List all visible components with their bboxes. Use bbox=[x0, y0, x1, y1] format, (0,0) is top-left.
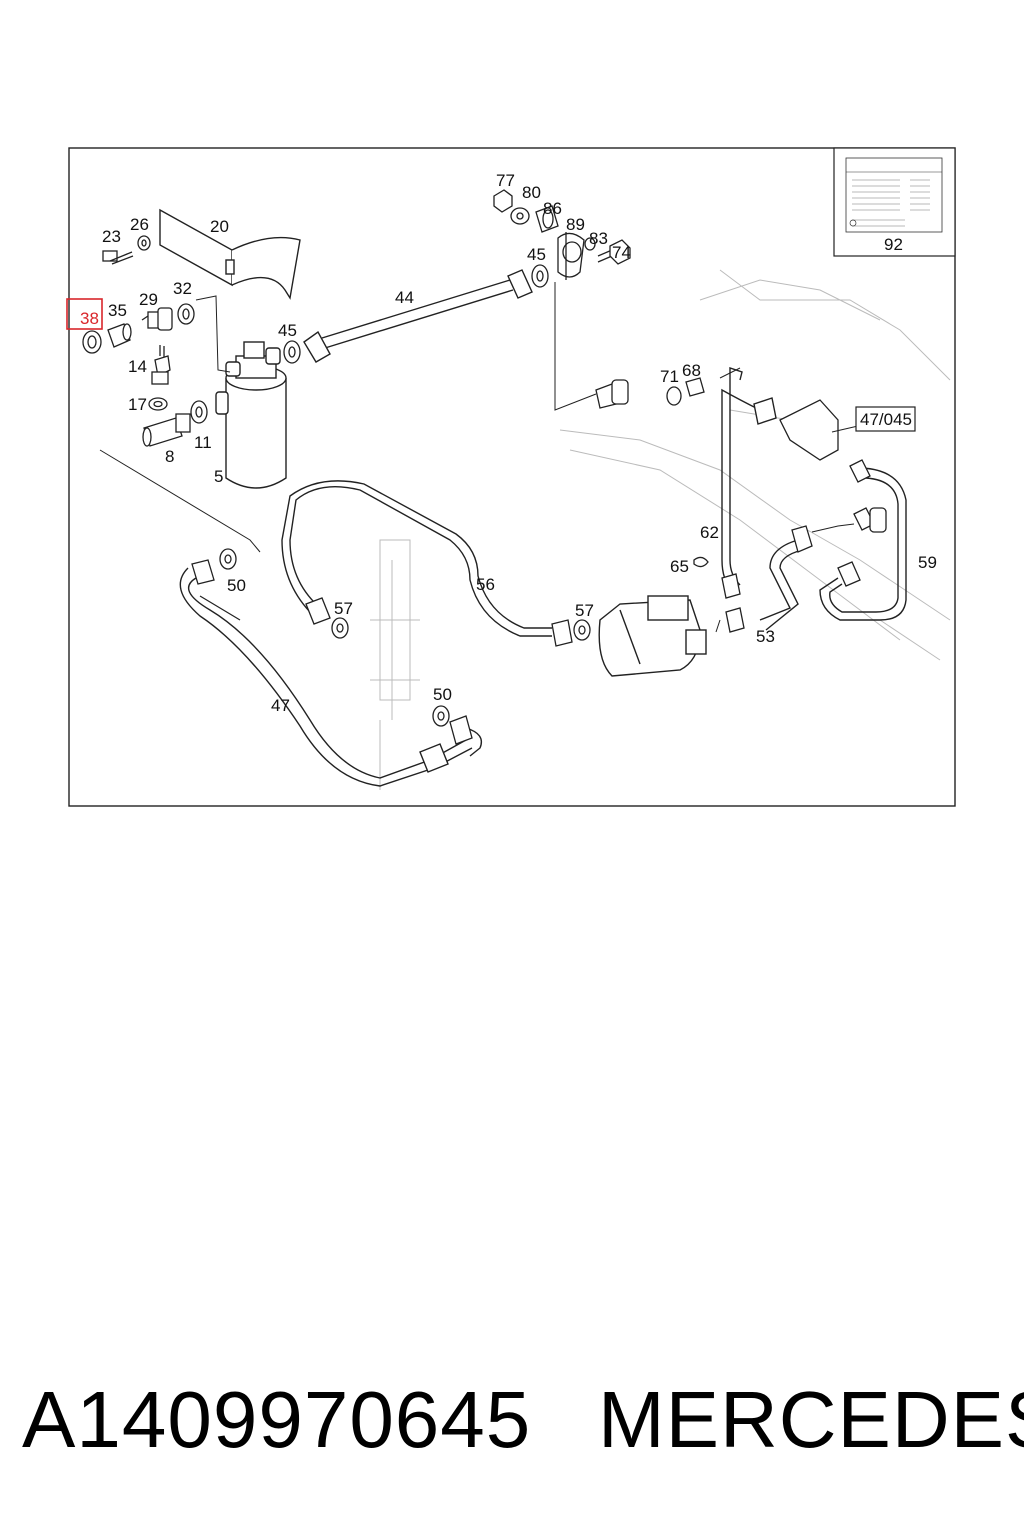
adapter-8 bbox=[142, 413, 191, 447]
callout-labels: 23 26 20 38 35 29 32 14 17 11 8 5 45 44 … bbox=[66, 171, 937, 715]
seal-17 bbox=[148, 397, 168, 411]
refrigerant-lines-right bbox=[721, 367, 907, 631]
callout-38: 38 bbox=[80, 309, 99, 328]
footer: A1409970645 MERCEDES bbox=[0, 1370, 1024, 1470]
seal-ring-38 bbox=[82, 330, 102, 354]
callout-59: 59 bbox=[918, 553, 937, 572]
callout-45b: 45 bbox=[527, 245, 546, 264]
refrigerant-line-44 bbox=[303, 269, 533, 363]
hose-47 bbox=[179, 567, 483, 787]
callout-23: 23 bbox=[102, 227, 121, 246]
callout-44: 44 bbox=[395, 288, 414, 307]
callout-89: 89 bbox=[566, 215, 585, 234]
bolt-part bbox=[102, 235, 151, 265]
callout-77: 77 bbox=[496, 171, 515, 190]
callout-20: 20 bbox=[210, 217, 229, 236]
callout-5: 5 bbox=[214, 467, 223, 486]
callout-92: 92 bbox=[884, 235, 903, 254]
callout-35: 35 bbox=[108, 301, 127, 320]
clamp-parts bbox=[493, 189, 631, 280]
callout-17: 17 bbox=[128, 395, 147, 414]
receiver-drier-5 bbox=[215, 341, 287, 489]
callout-26: 26 bbox=[130, 215, 149, 234]
callout-8: 8 bbox=[165, 447, 174, 466]
callout-box-47-045 bbox=[855, 406, 916, 432]
label-panel: 92 bbox=[833, 147, 956, 257]
callout-11: 11 bbox=[194, 433, 212, 452]
highlight-box-38 bbox=[66, 298, 103, 330]
bracket-part bbox=[159, 208, 301, 300]
callout-47-045: 47/045 bbox=[860, 410, 912, 429]
callout-14: 14 bbox=[128, 357, 147, 376]
washer-11 bbox=[190, 400, 208, 424]
callout-57a: 57 bbox=[334, 599, 353, 618]
callout-32: 32 bbox=[173, 279, 192, 298]
callout-62: 62 bbox=[700, 523, 719, 542]
callout-50a: 50 bbox=[227, 576, 246, 595]
compressor bbox=[598, 595, 707, 677]
part-number: A1409970645 bbox=[22, 1375, 532, 1464]
fittings-56 bbox=[305, 597, 591, 647]
washer-32 bbox=[177, 303, 195, 325]
callout-74: 74 bbox=[612, 243, 631, 262]
callout-80: 80 bbox=[522, 183, 541, 202]
callout-50b: 50 bbox=[433, 685, 452, 704]
leader-lines bbox=[99, 282, 859, 633]
connector-fitting bbox=[595, 377, 705, 409]
parts-diagram: 92 bbox=[66, 147, 956, 807]
fittings-right bbox=[693, 399, 887, 633]
callout-29: 29 bbox=[139, 290, 158, 309]
washer-45b bbox=[531, 264, 549, 288]
fittings-47 bbox=[191, 548, 473, 745]
callout-45a: 45 bbox=[278, 321, 297, 340]
refrigerant-line-56 bbox=[281, 480, 552, 637]
callout-57b: 57 bbox=[575, 601, 594, 620]
callout-56: 56 bbox=[476, 575, 495, 594]
pressure-switch-14 bbox=[151, 345, 171, 385]
washer-45 bbox=[283, 340, 301, 364]
callout-68: 68 bbox=[682, 361, 701, 380]
callout-53: 53 bbox=[756, 627, 775, 646]
sleeve-35 bbox=[107, 323, 132, 348]
brand-name: MERCEDES bbox=[598, 1375, 1024, 1464]
callout-71: 71 bbox=[660, 367, 679, 386]
switch-29 bbox=[141, 307, 173, 331]
callout-83: 83 bbox=[589, 229, 608, 248]
callout-47: 47 bbox=[271, 696, 290, 715]
background-engine-outline bbox=[370, 269, 951, 790]
callout-86: 86 bbox=[543, 199, 562, 218]
callout-65: 65 bbox=[670, 557, 689, 576]
